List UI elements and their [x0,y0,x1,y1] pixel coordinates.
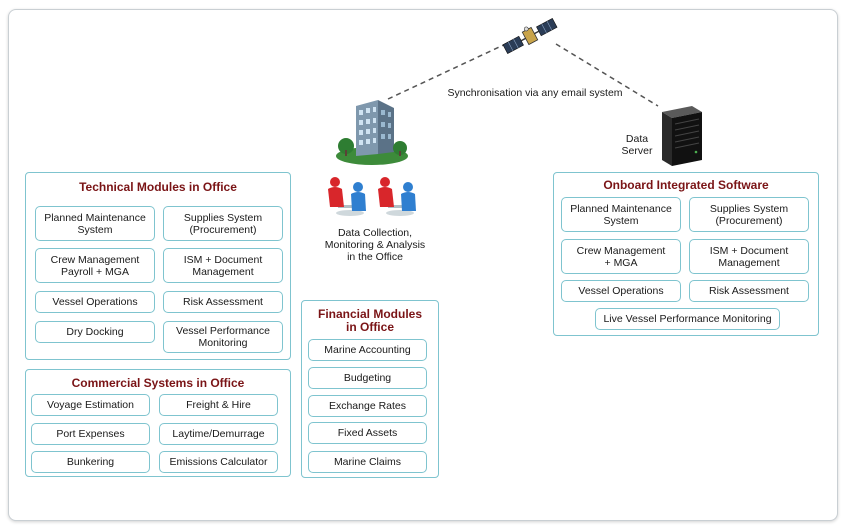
commercial-systems-title: Commercial Systems in Office [71,376,245,390]
fin-module-budgeting: Budgeting [308,367,427,389]
meeting-people-icon [328,177,416,216]
fin-module-fixed-assets: Fixed Assets [308,422,427,444]
technical-modules-panel: Technical Modules in Office Planned Main… [25,172,291,360]
comm-module-laytime-demurrage: Laytime/Demurrage [159,423,278,445]
tech-module-ism-document: ISM + Document Management [163,248,283,283]
comm-module-emissions-calculator: Emissions Calculator [159,451,278,473]
onboard-module-live-vessel-performance: Live Vessel Performance Monitoring [595,308,780,330]
tech-module-dry-docking: Dry Docking [35,321,155,343]
tech-module-risk-assessment: Risk Assessment [163,291,283,313]
onboard-software-panel: Onboard Integrated Software Planned Main… [553,172,819,336]
financial-modules-title: Financial Modules in Office [317,307,422,334]
comm-module-voyage-estimation: Voyage Estimation [31,394,150,416]
onboard-module-supplies-system: Supplies System (Procurement) [689,197,809,232]
tech-module-crew-management: Crew Management Payroll + MGA [35,248,155,283]
office-label: Data Collection, Monitoring & Analysis i… [324,227,426,263]
sync-label: Synchronisation via any email system [447,87,623,99]
onboard-module-risk-assessment: Risk Assessment [689,280,809,302]
commercial-systems-panel: Commercial Systems in Office Voyage Esti… [25,369,291,477]
tech-module-planned-maintenance: Planned Maintenance System [35,206,155,241]
technical-modules-title: Technical Modules in Office [79,180,237,194]
data-server-label: Data Server [621,133,653,157]
tech-module-supplies-system: Supplies System (Procurement) [163,206,283,241]
onboard-module-planned-maintenance: Planned Maintenance System [561,197,681,232]
fin-module-marine-accounting: Marine Accounting [308,339,427,361]
data-server-icon [662,106,702,166]
onboard-module-crew-management: Crew Management + MGA [561,239,681,274]
fin-module-exchange-rates: Exchange Rates [308,395,427,417]
comm-module-bunkering: Bunkering [31,451,150,473]
onboard-module-vessel-operations: Vessel Operations [561,280,681,302]
satellite-icon [502,18,558,54]
office-building-icon [336,100,408,165]
comm-module-freight-hire: Freight & Hire [159,394,278,416]
tech-module-vessel-operations: Vessel Operations [35,291,155,313]
comm-module-port-expenses: Port Expenses [31,423,150,445]
fin-module-marine-claims: Marine Claims [308,451,427,473]
onboard-software-title: Onboard Integrated Software [603,178,769,192]
financial-modules-panel: Financial Modules in Office Marine Accou… [301,300,439,478]
tech-module-vessel-performance: Vessel Performance Monitoring [163,321,283,353]
onboard-module-ism-document: ISM + Document Management [689,239,809,274]
